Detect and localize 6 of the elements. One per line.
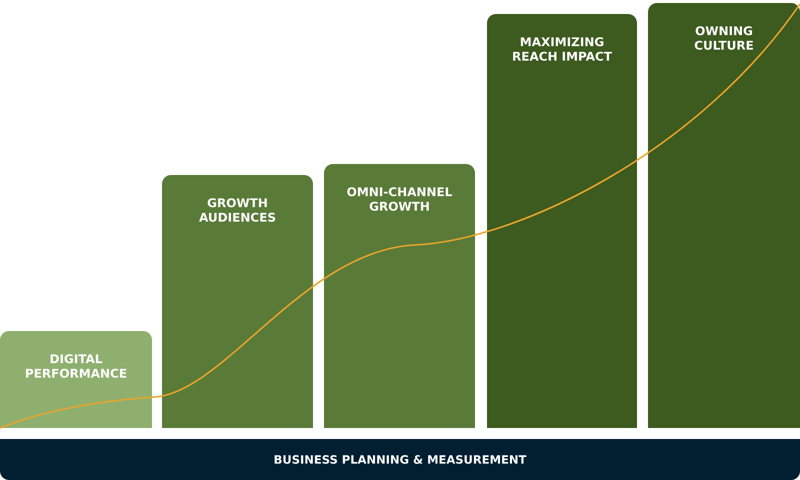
foundation-band: BUSINESS PLANNING & MEASUREMENT [0,439,800,480]
step-bar: OMNI-CHANNEL GROWTH [324,164,475,428]
step-bar: GROWTH AUDIENCES [162,175,313,428]
step-bar: MAXIMIZING REACH IMPACT [487,14,637,428]
step-bar: DIGITAL PERFORMANCE [0,331,152,428]
step-bar: OWNING CULTURE [648,3,800,428]
